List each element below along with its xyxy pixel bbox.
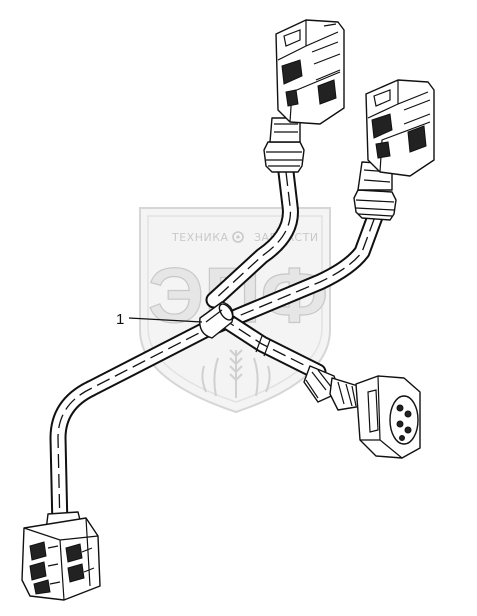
- cable-centerlines: [57, 171, 377, 529]
- splice-sleeve: [199, 301, 234, 339]
- watermark-wheat-emblem: [201, 349, 271, 398]
- connector-upper-right: [353, 79, 435, 221]
- connector-round-right: [303, 365, 421, 459]
- connector-upper-left: [263, 19, 345, 173]
- watermark-text-left: ТЕХНИКА: [171, 231, 229, 244]
- connector-lower-left: [21, 511, 101, 601]
- callout-1: 1: [116, 311, 203, 328]
- gear-icon: [232, 231, 244, 243]
- callout-label: 1: [116, 311, 124, 328]
